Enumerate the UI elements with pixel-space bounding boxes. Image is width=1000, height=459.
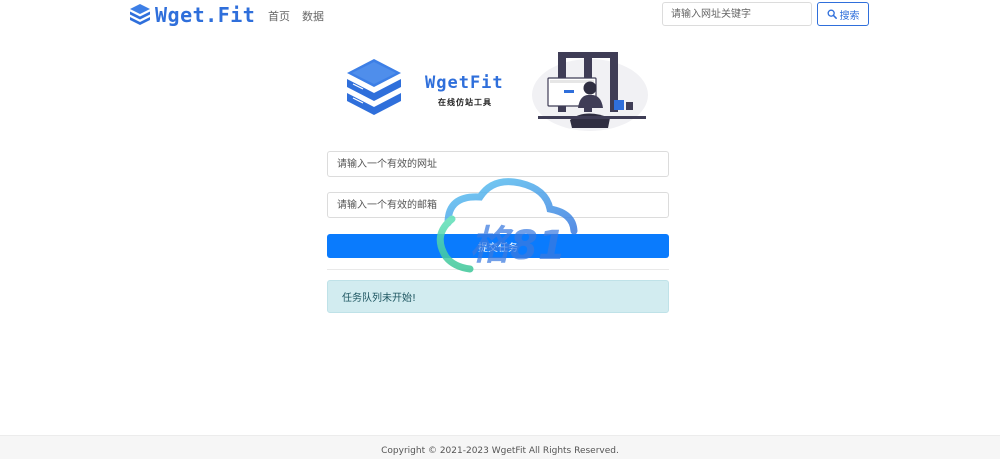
url-input[interactable] bbox=[327, 151, 669, 177]
cloud-watermark-logo: 格81 bbox=[436, 178, 578, 273]
status-alert: 任务队列未开始! bbox=[327, 280, 669, 313]
stacked-server-icon bbox=[347, 59, 401, 115]
footer: Copyright © 2021-2023 WgetFit All Rights… bbox=[0, 435, 1000, 459]
search-input[interactable] bbox=[662, 2, 812, 26]
hero-subtitle: 在线仿站工具 bbox=[438, 98, 492, 107]
hero-title: WgetFit bbox=[425, 73, 504, 93]
navbar: Wget.Fit 首页 数据 搜索 bbox=[0, 0, 1000, 30]
nav-links: 首页 数据 bbox=[268, 8, 324, 24]
footer-copyright: Copyright © 2021-2023 WgetFit All Rights… bbox=[381, 445, 619, 456]
stacked-server-icon bbox=[130, 4, 150, 25]
email-input[interactable] bbox=[327, 192, 669, 218]
nav-link-data[interactable]: 数据 bbox=[302, 10, 324, 23]
person-at-computer-illustration bbox=[532, 52, 648, 131]
brand-text: Wget.Fit bbox=[155, 3, 256, 27]
brand-logo-link[interactable]: Wget.Fit bbox=[128, 1, 255, 29]
search-button[interactable]: 搜索 bbox=[817, 2, 869, 26]
nav-link-home[interactable]: 首页 bbox=[268, 10, 290, 23]
submit-task-button[interactable]: 提交任务 bbox=[327, 234, 669, 258]
search-button-label: 搜索 bbox=[839, 10, 860, 22]
search-icon bbox=[827, 9, 837, 19]
status-message: 任务队列未开始! bbox=[342, 293, 417, 304]
divider bbox=[327, 269, 669, 270]
